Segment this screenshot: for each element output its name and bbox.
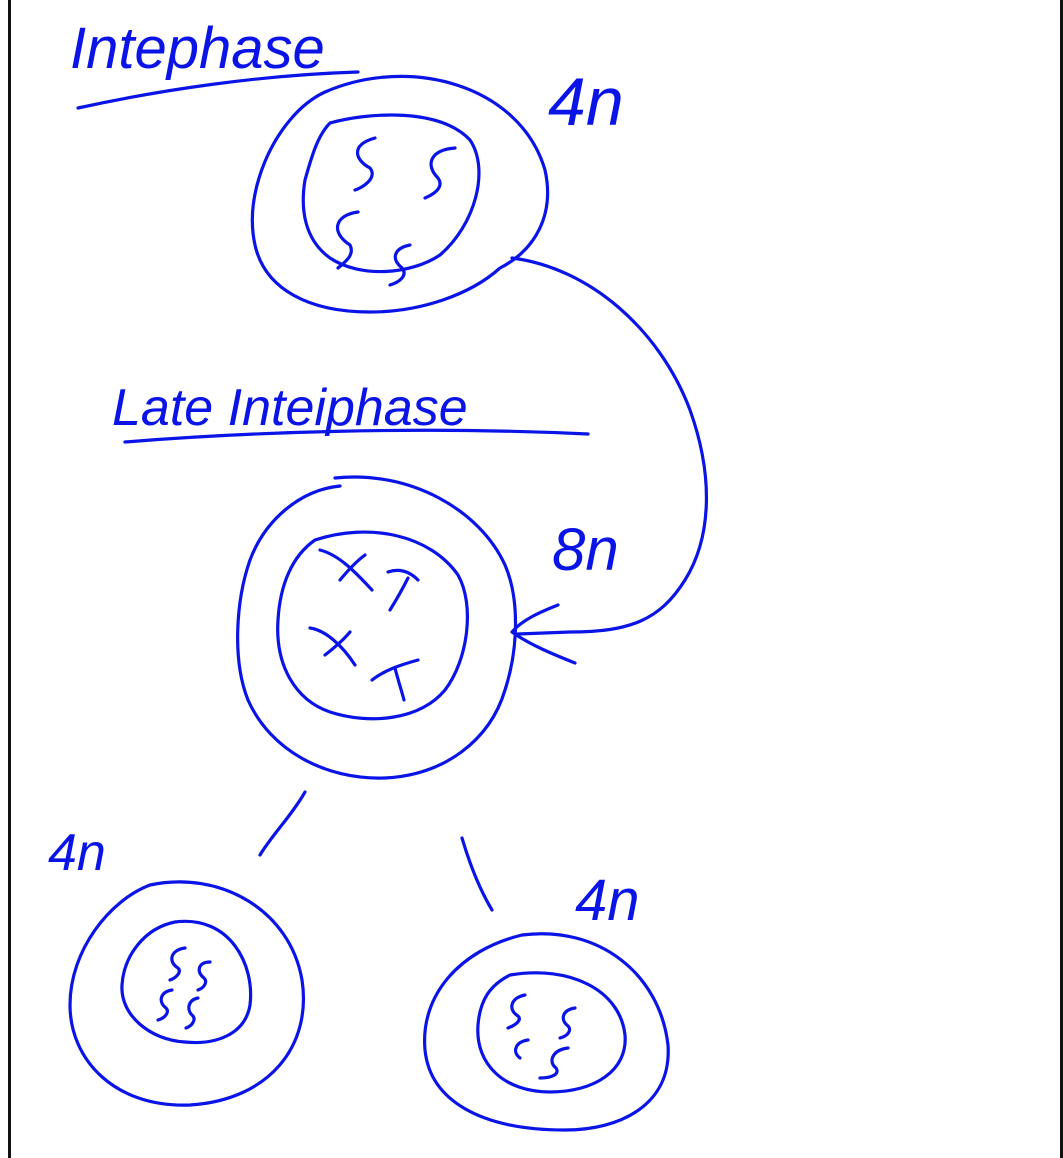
- division-line-right: [462, 838, 492, 910]
- left-daughter-chromosome-1: [170, 948, 185, 980]
- interphase-title: Intephase: [70, 16, 325, 81]
- left-daughter-chromosome-4: [186, 998, 198, 1028]
- right-daughter-nucleus: [478, 973, 625, 1092]
- top-cell-membrane: [252, 76, 547, 312]
- left-daughter-chromosome-2: [198, 962, 210, 990]
- top-cell-nucleus: [303, 115, 479, 272]
- middle-chromosome-1: [320, 550, 372, 590]
- division-line-left: [260, 792, 305, 855]
- right-daughter-chromosome-4: [540, 1048, 568, 1078]
- top-chromosome-3: [338, 212, 358, 268]
- left-daughter-chromosome-3: [158, 990, 172, 1020]
- middle-cell-membrane: [238, 477, 516, 778]
- right-daughter-ploidy-label: 4n: [575, 868, 640, 933]
- left-daughter-nucleus: [122, 921, 251, 1042]
- top-chromosome-1: [355, 138, 375, 190]
- middle-cell-nucleus: [278, 532, 468, 719]
- right-daughter-chromosome-2: [560, 1008, 575, 1038]
- left-daughter-membrane: [70, 882, 303, 1105]
- right-daughter-membrane: [425, 934, 669, 1130]
- right-daughter-chromosome-1: [508, 995, 525, 1028]
- late-interphase-title: Late Inteiphase: [112, 379, 468, 437]
- middle-chromosome-2: [388, 570, 418, 610]
- top-chromosome-2: [425, 148, 455, 198]
- top-ploidy-label: 4n: [548, 64, 624, 140]
- left-daughter-ploidy-label: 4n: [48, 824, 106, 882]
- middle-chromosome-3: [310, 628, 355, 665]
- middle-chromosome-4: [372, 660, 418, 700]
- middle-ploidy-label: 8n: [552, 516, 619, 583]
- right-daughter-chromosome-3: [516, 1040, 528, 1058]
- top-chromosome-4: [390, 245, 410, 285]
